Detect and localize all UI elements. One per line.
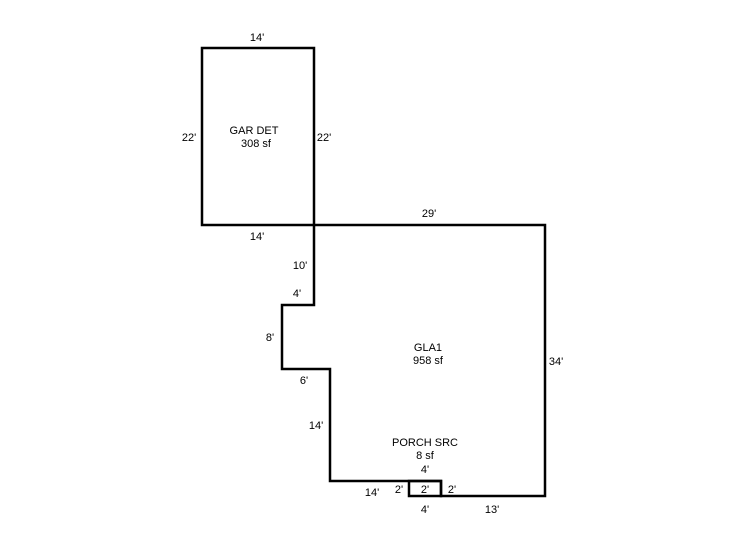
dim-porch-inner: 2' — [421, 484, 429, 496]
dim-gla-step1: 10' — [293, 260, 307, 272]
garage-name: GAR DET — [230, 125, 279, 137]
gla-area: 958 sf — [413, 355, 444, 367]
dim-garage-top: 14' — [250, 32, 264, 44]
dim-garage-right: 22' — [317, 132, 331, 144]
porch-outline — [407, 479, 443, 498]
porch-area: 8 sf — [416, 450, 435, 462]
dim-gla-right: 34' — [549, 356, 563, 368]
garage-area: 308 sf — [241, 138, 272, 150]
dim-garage-bottom: 14' — [250, 231, 264, 243]
dim-gla-step5: 14' — [309, 420, 323, 432]
dim-porch-bottom: 4' — [421, 504, 429, 516]
dim-gla-bottom-right: 13' — [485, 504, 499, 516]
dim-gla-step3: 8' — [266, 332, 274, 344]
dim-gla-bottom-left: 14' — [365, 487, 379, 499]
garage-outline — [200, 46, 316, 227]
dim-porch-left: 2' — [395, 484, 403, 496]
gla-name: GLA1 — [414, 342, 442, 354]
dim-gla-step4: 6' — [300, 375, 308, 387]
gla-outline — [280, 223, 547, 498]
dim-garage-left: 22' — [182, 132, 196, 144]
dim-porch-right: 2' — [448, 484, 456, 496]
dim-porch-top: 4' — [421, 464, 429, 476]
porch-name: PORCH SRC — [392, 437, 458, 449]
dim-gla-top: 29' — [422, 208, 436, 220]
dim-gla-step2: 4' — [293, 288, 301, 300]
